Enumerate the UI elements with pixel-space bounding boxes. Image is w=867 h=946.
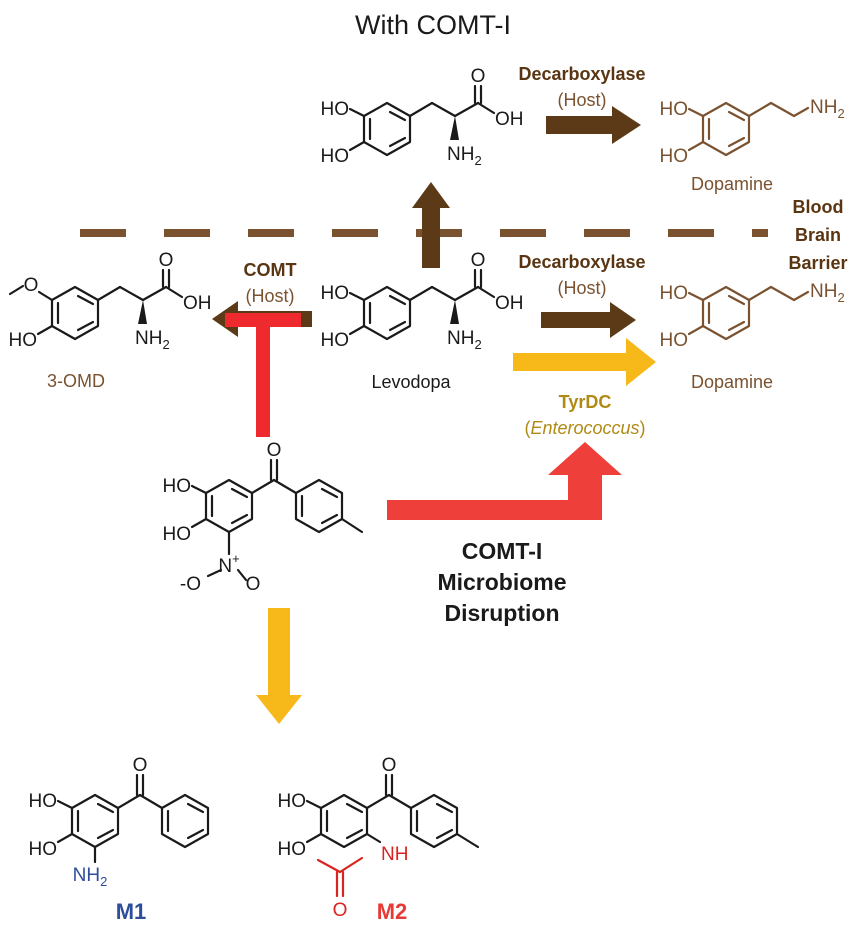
decarboxylase-label-middle: Decarboxylase bbox=[518, 252, 645, 272]
bbb-label-line1: Blood bbox=[793, 197, 844, 217]
ho-label: HO bbox=[9, 330, 38, 351]
dopamine-periphery-structure: HO HO NH2 bbox=[660, 281, 845, 351]
o-label: O bbox=[382, 755, 397, 776]
nitro-neg-o-label: -O bbox=[180, 574, 201, 595]
tyrdc-arrow bbox=[513, 338, 656, 386]
enterococcus-label: (Enterococcus) bbox=[524, 418, 645, 438]
nh2-label: NH2 bbox=[447, 328, 482, 352]
o-label: O bbox=[24, 275, 39, 296]
ho-label: HO bbox=[278, 791, 307, 812]
3-omd-label: 3-OMD bbox=[47, 371, 105, 391]
decarboxylase-arrow-middle bbox=[541, 302, 636, 338]
ho-label: HO bbox=[321, 146, 350, 167]
ho-label: HO bbox=[321, 99, 350, 120]
ho-label: HO bbox=[321, 283, 350, 304]
host-label-top: (Host) bbox=[558, 90, 607, 110]
nitro-o-label: O bbox=[246, 574, 261, 595]
o-label: O bbox=[471, 66, 486, 87]
nh2-label: NH2 bbox=[810, 97, 845, 121]
comt-label: COMT bbox=[244, 260, 297, 280]
oh-label: OH bbox=[495, 293, 524, 314]
oh-label: OH bbox=[183, 293, 212, 314]
o-label: O bbox=[159, 250, 174, 271]
levodopa-label: Levodopa bbox=[371, 372, 451, 392]
nh2-label: NH2 bbox=[135, 328, 170, 352]
comt-inhibitor-structure: HO HO O N+ -O O bbox=[163, 440, 364, 595]
ho-label: HO bbox=[660, 99, 689, 120]
ho-label: HO bbox=[660, 330, 689, 351]
bbb-transport-arrow bbox=[412, 182, 450, 268]
host-label-middle: (Host) bbox=[558, 278, 607, 298]
ho-label: HO bbox=[163, 524, 192, 545]
o-label: O bbox=[267, 440, 282, 461]
m1-label: M1 bbox=[116, 899, 147, 924]
microbiome-label: Microbiome bbox=[437, 569, 566, 595]
decarboxylase-arrow-top bbox=[546, 106, 641, 144]
ho-label: HO bbox=[278, 839, 307, 860]
levodopa-periphery-structure: HO HO O OH NH2 bbox=[321, 250, 524, 352]
o-label: O bbox=[471, 250, 486, 271]
ho-label: HO bbox=[321, 330, 350, 351]
ho-label: HO bbox=[660, 146, 689, 167]
dopamine-label-top: Dopamine bbox=[691, 174, 773, 194]
levodopa-brain-structure: HO HO O OH NH2 bbox=[321, 66, 524, 168]
comt-inhibition-bar bbox=[225, 313, 301, 437]
host-label-comt: (Host) bbox=[246, 286, 295, 306]
ho-label: HO bbox=[29, 839, 58, 860]
nh2-label: NH2 bbox=[810, 281, 845, 305]
decarboxylase-label-top: Decarboxylase bbox=[518, 64, 645, 84]
comt-i-label: COMT-I bbox=[462, 538, 543, 564]
dopamine-brain-structure: HO HO NH2 bbox=[660, 97, 845, 167]
nitro-n-label: N+ bbox=[218, 551, 239, 577]
diagram-title: With COMT-I bbox=[355, 10, 511, 40]
ho-label: HO bbox=[163, 476, 192, 497]
oh-label: OH bbox=[495, 109, 524, 130]
metabolism-arrow bbox=[256, 608, 302, 724]
m2-structure: HO HO O NH O bbox=[278, 755, 480, 921]
m1-structure: HO HO O NH2 bbox=[29, 755, 210, 889]
o-label: O bbox=[133, 755, 148, 776]
ho-label: HO bbox=[660, 283, 689, 304]
nh2-label: NH2 bbox=[447, 144, 482, 168]
bbb-label-line2: Brain bbox=[795, 225, 841, 245]
tyrdc-label: TyrDC bbox=[559, 392, 612, 412]
m2-amide-nh-label: NH bbox=[381, 844, 408, 865]
ho-label: HO bbox=[29, 791, 58, 812]
disruption-label: Disruption bbox=[445, 600, 560, 626]
bbb-label-line3: Barrier bbox=[788, 253, 847, 273]
dopamine-label-middle: Dopamine bbox=[691, 372, 773, 392]
m2-label: M2 bbox=[377, 899, 408, 924]
microbiome-disruption-arrow bbox=[387, 442, 622, 520]
3-omd-structure: O HO O OH NH2 bbox=[9, 250, 212, 352]
m2-amide-o-label: O bbox=[333, 900, 348, 921]
m1-amine-label: NH2 bbox=[73, 865, 108, 889]
